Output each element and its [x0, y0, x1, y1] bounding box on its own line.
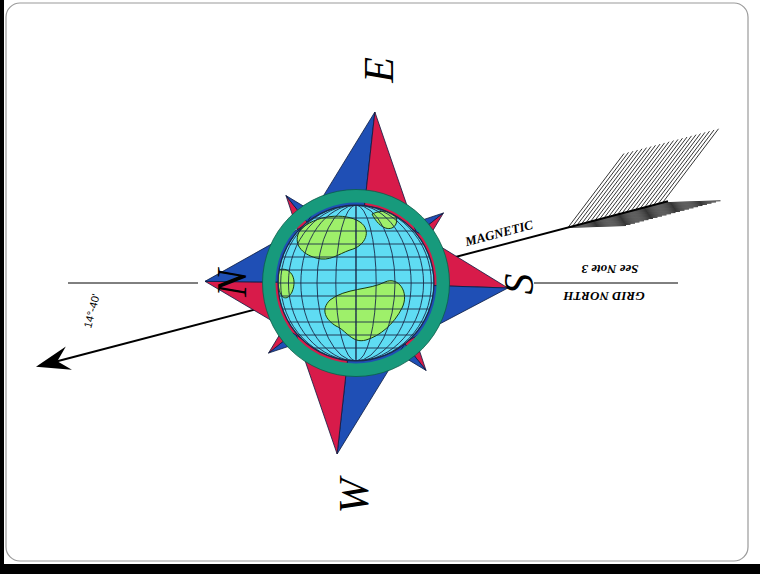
feather-stroke — [640, 135, 696, 209]
continent — [278, 269, 294, 298]
feather-stroke — [627, 138, 683, 212]
globe-parallel — [276, 322, 436, 323]
cardinal-letter: S — [498, 274, 540, 295]
globe-parallel — [276, 218, 436, 219]
grid-north-label: GRID NORTH — [563, 290, 644, 303]
compass-star — [205, 112, 508, 454]
grid-north-line — [534, 283, 678, 284]
magnetic-arrowhead — [36, 347, 72, 370]
feather-stroke — [649, 132, 705, 206]
feather-stroke — [658, 130, 714, 204]
globe-parallel — [276, 335, 436, 336]
globe-outline — [278, 205, 434, 361]
cardinal-letter: W — [333, 479, 375, 514]
globe-parallel — [276, 257, 436, 258]
frame-edge — [0, 0, 4, 574]
compass-ring — [269, 196, 443, 370]
globe-parallel — [276, 348, 436, 349]
magnetic-shaft — [40, 201, 668, 365]
globe-parallel — [276, 296, 436, 297]
feather-stroke — [631, 137, 687, 211]
feather-stroke — [663, 129, 719, 203]
globe-parallel — [276, 283, 436, 284]
frame-panel — [6, 3, 748, 561]
feather-stroke — [645, 133, 701, 207]
globe-parallel — [276, 270, 436, 271]
globe-parallel — [276, 244, 436, 245]
globe-parallel — [276, 309, 436, 310]
note-reference: See Note 3 — [581, 263, 638, 276]
feather-stroke — [636, 136, 692, 210]
cardinal-letter: E — [358, 57, 400, 83]
feather-stroke — [663, 201, 721, 203]
feather-stroke — [654, 131, 710, 205]
grid-north-line — [68, 283, 198, 284]
compass-ring-edge — [263, 190, 450, 377]
magnetic-feathers — [568, 129, 721, 228]
globe — [276, 205, 436, 361]
cardinal-letter: N — [211, 269, 253, 297]
frame-edge — [0, 564, 760, 574]
globe-parallel — [276, 231, 436, 232]
